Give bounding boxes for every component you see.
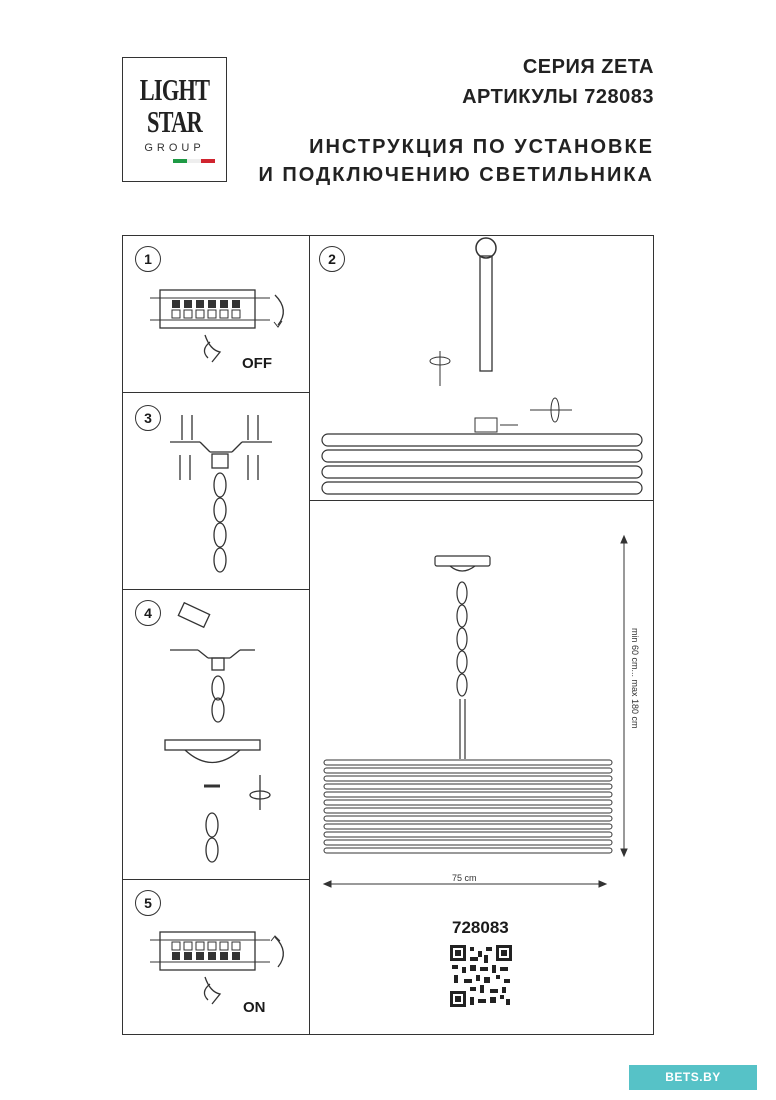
pendant-lamp-drawing [322, 534, 628, 888]
qr-code [450, 945, 512, 1007]
series-title: СЕРИЯ ZETA [522, 56, 654, 78]
divider-1-3 [122, 392, 309, 394]
articles-title: АРТИКУЛЫ 728083 [462, 86, 654, 108]
article-number: 728083 [452, 918, 509, 937]
step-3-badge: 3 [135, 405, 161, 431]
on-label: ON [243, 999, 266, 1016]
panel-divider-vertical [309, 235, 311, 1035]
step-2-illustration [321, 237, 643, 495]
divider-3-4 [122, 589, 309, 591]
watermark-badge: BETS.BY [629, 1065, 757, 1090]
brand-logo: LIGHT STAR GROUP [122, 57, 227, 182]
logo-line-2: STAR [146, 104, 203, 139]
instruction-panel [122, 235, 654, 1035]
instruction-title-line-2: И ПОДКЛЮЧЕНИЮ СВЕТИЛЬНИКА [258, 164, 654, 186]
logo-line-1: LIGHT [139, 72, 210, 107]
step-2-badge: 2 [319, 246, 345, 272]
off-label: OFF [242, 355, 272, 372]
divider-2-final [309, 500, 654, 502]
step-1-badge: 1 [135, 246, 161, 272]
step-3-illustration [170, 415, 272, 573]
height-dimension-label: min 60 cm... max 180 cm [630, 628, 640, 729]
divider-4-5 [122, 879, 309, 881]
step-4-badge: 4 [135, 600, 161, 626]
italian-flag-stripe [173, 159, 215, 163]
breaker-off-illustration [150, 289, 284, 363]
instruction-title-line-1: ИНСТРУКЦИЯ ПО УСТАНОВКЕ [309, 136, 654, 158]
breaker-on-illustration [150, 931, 284, 1005]
step-5-badge: 5 [135, 890, 161, 916]
step-4-illustration [164, 601, 271, 863]
logo-line-3: GROUP [144, 142, 205, 154]
width-dimension-label: 75 cm [452, 873, 477, 883]
